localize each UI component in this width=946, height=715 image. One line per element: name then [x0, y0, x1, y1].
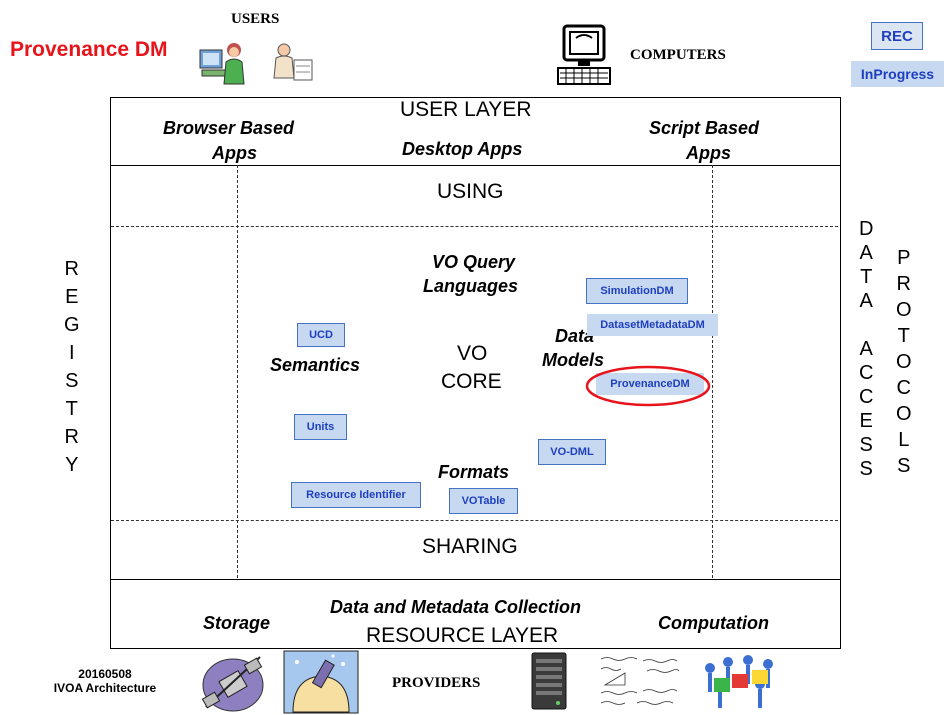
- sharing-divider: [111, 520, 838, 521]
- left-column-divider: [237, 165, 238, 578]
- footer-caption: 20160508 IVOA Architecture: [40, 667, 170, 695]
- footer-name: IVOA Architecture: [53, 681, 157, 695]
- browser-apps-line2: Apps: [212, 143, 257, 163]
- script-apps-line1: Script Based: [649, 118, 760, 138]
- data-models-line1: Data: [555, 326, 595, 346]
- user-layer-divider: [111, 165, 840, 166]
- computers-label: COMPUTERS: [630, 47, 726, 63]
- using-divider: [111, 226, 838, 227]
- vo-query-line1: VO Query: [432, 252, 516, 272]
- units-tag: Units: [294, 414, 347, 440]
- simulation-dm-tag: SimulationDM: [586, 278, 688, 304]
- dataset-metadata-dm-tag: DatasetMetadataDM: [587, 314, 718, 336]
- desktop-apps: Desktop Apps: [402, 139, 523, 159]
- ucd-tag: UCD: [297, 323, 345, 347]
- vo-query-line2: Languages: [423, 276, 519, 296]
- vo-core-line1: VO: [457, 342, 488, 365]
- vo-core-line2: CORE: [441, 370, 502, 393]
- vo-dml-tag: VO-DML: [538, 439, 606, 465]
- data-metadata-collection: Data and Metadata Collection: [330, 597, 582, 617]
- diagram-title: Provenance DM: [10, 38, 168, 61]
- server-rack-icon: [531, 652, 567, 710]
- protocols-vertical-label: P R O T O C O L S: [896, 247, 912, 477]
- computation-label: Computation: [658, 613, 769, 633]
- semantics-label: Semantics: [270, 355, 361, 375]
- observatory-icon: [283, 650, 359, 714]
- formats-label: Formats: [438, 462, 510, 482]
- script-apps-line2: Apps: [686, 143, 731, 163]
- provenance-dm-tag: ProvenanceDM: [596, 373, 704, 395]
- registry-vertical-label: R E G I S T R Y: [64, 258, 80, 476]
- using-label: USING: [437, 180, 504, 203]
- resource-layer-divider: [111, 579, 840, 580]
- storage-label: Storage: [203, 613, 271, 633]
- handwritten-equations-icon: [597, 653, 683, 711]
- satellite-icon: [201, 656, 264, 712]
- users-label: USERS: [231, 11, 280, 27]
- user-layer-title: USER LAYER: [400, 98, 532, 121]
- data-models-line2: Models: [542, 350, 605, 370]
- architecture-box: [110, 97, 841, 649]
- browser-apps-line1: Browser Based: [163, 118, 295, 138]
- votable-tag: VOTable: [449, 488, 518, 514]
- provenance-highlight-ellipse: [585, 365, 711, 407]
- puzzle-team-icon: [705, 655, 773, 708]
- status-inprogress-badge: InProgress: [851, 61, 944, 87]
- resource-layer-title: RESOURCE LAYER: [366, 624, 559, 647]
- status-rec-badge: REC: [871, 22, 923, 50]
- data-access-vertical-label: D A T A A C C E S S: [859, 218, 874, 480]
- footer-date: 20160508: [78, 667, 132, 681]
- sharing-label: SHARING: [422, 535, 518, 558]
- providers-label: PROVIDERS: [392, 675, 481, 691]
- user-at-desk-icon: [273, 43, 313, 81]
- right-column-divider: [712, 165, 713, 578]
- computer-terminal-icon: [557, 24, 611, 85]
- resource-identifier-tag: Resource Identifier: [291, 482, 421, 508]
- user-at-computer-icon: [199, 43, 245, 85]
